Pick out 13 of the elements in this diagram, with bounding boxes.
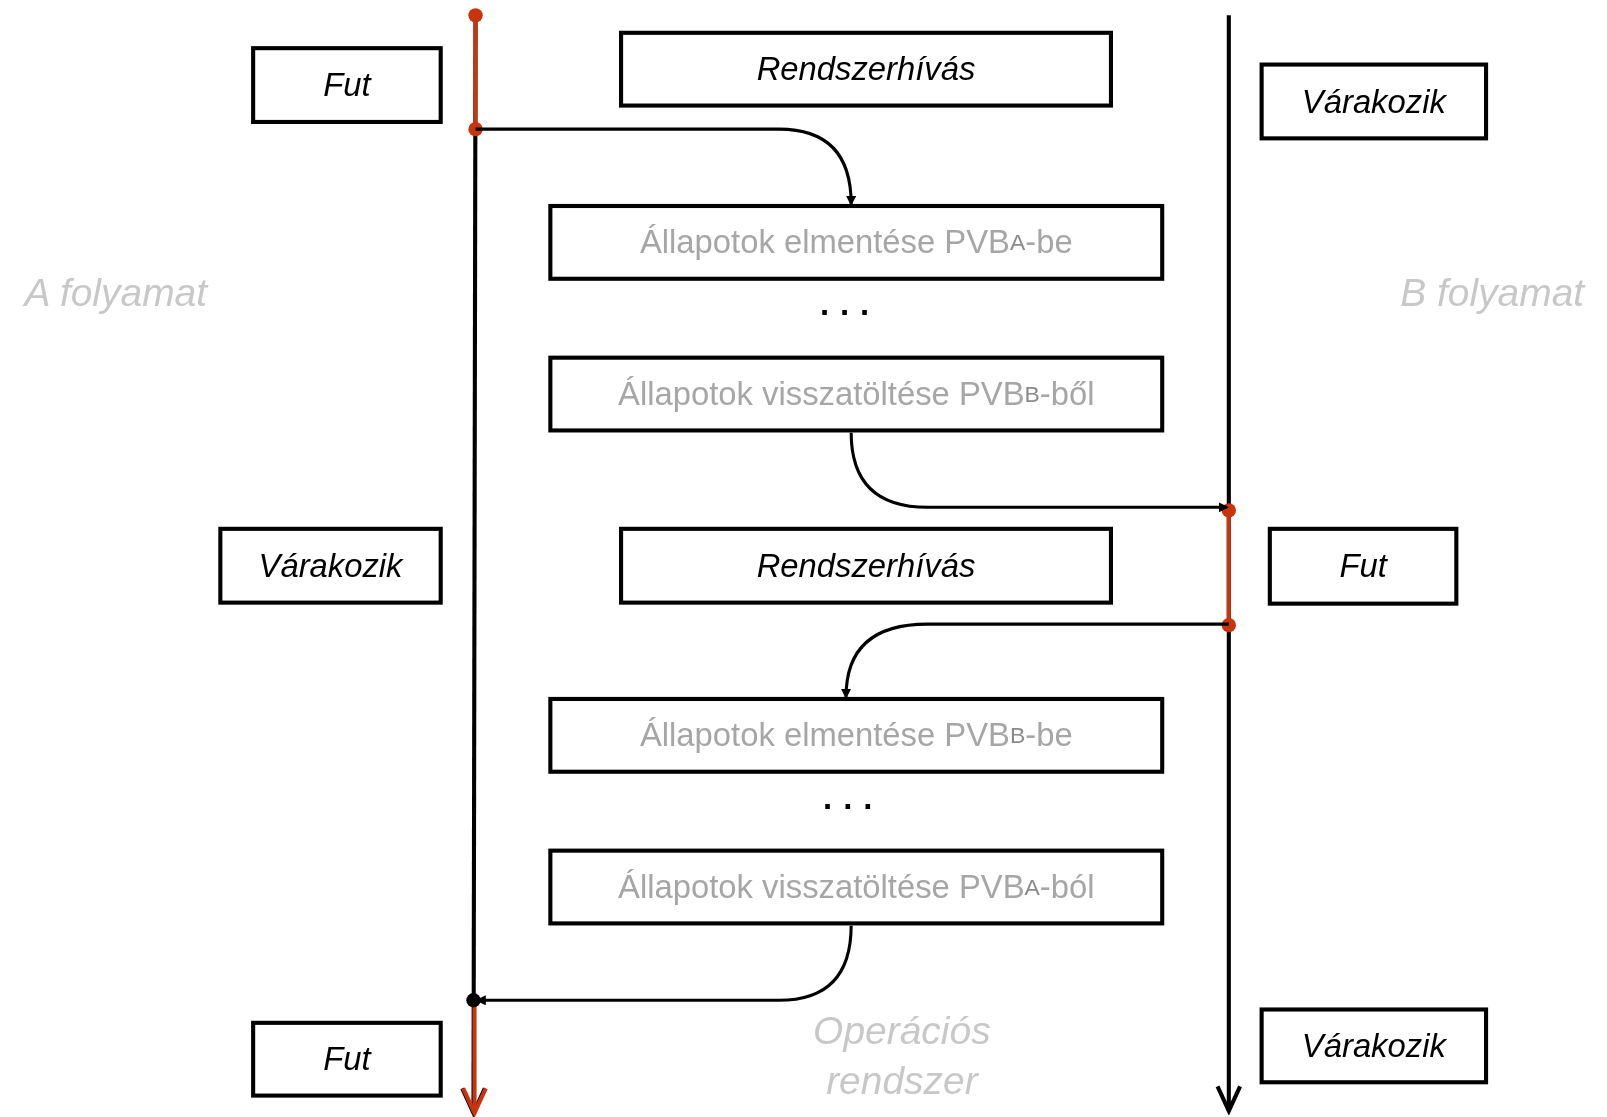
state-box: Várakozik [1259, 1007, 1489, 1085]
ellipsis: · · · [820, 293, 871, 332]
ellipsis: · · · [823, 787, 875, 826]
state-box: Várakozik [218, 526, 443, 605]
state-box: Fut [1267, 526, 1459, 606]
arrow [841, 622, 1229, 699]
state-box: Várakozik [1259, 62, 1489, 141]
state-box: Fut [251, 46, 443, 124]
arrow [849, 432, 1229, 513]
arrow [475, 127, 856, 206]
state-box: Fut [251, 1020, 443, 1098]
syscall-box: Rendszerhívás [619, 526, 1113, 605]
syscall-box: Rendszerhívás [619, 30, 1113, 108]
